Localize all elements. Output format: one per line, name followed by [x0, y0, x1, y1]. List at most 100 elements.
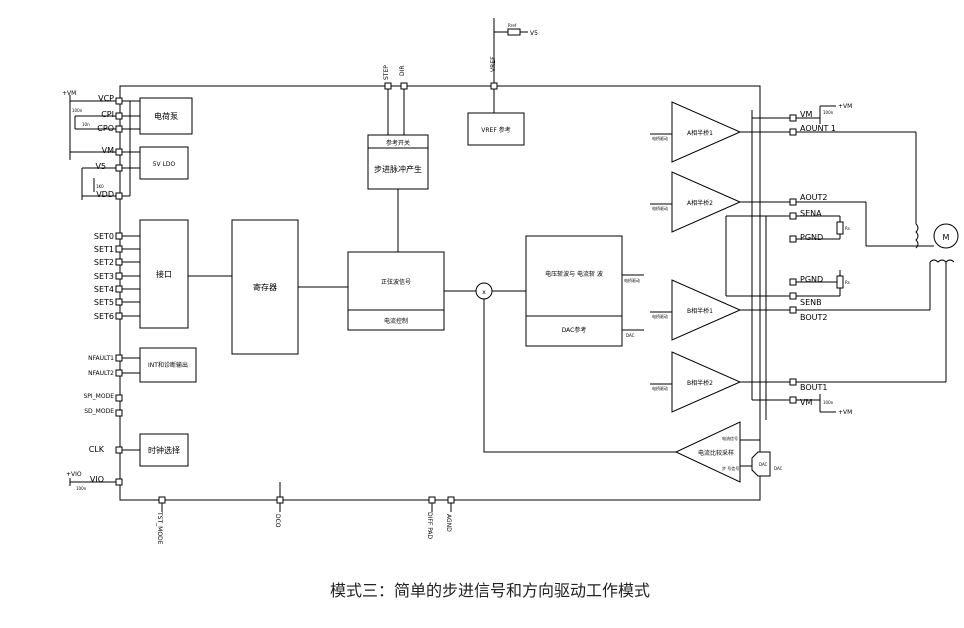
pin-label-nfault2: NFAULT2 [88, 370, 114, 377]
pin-dir [400, 82, 408, 90]
pin-label-aout1: AOUNT 1 [800, 124, 836, 133]
pin-label-v5: V5 [95, 162, 106, 171]
pin-label-clk: CLK [89, 445, 105, 454]
pin-label-vm-top: VM [800, 110, 812, 119]
label-cap-right-bottom: 100n [823, 400, 834, 405]
pin-label-vcp: VCP [98, 94, 114, 103]
svg-text:A相半桥2: A相半桥2 [687, 199, 713, 207]
interface-label: 接口 [156, 269, 172, 279]
pin-label-set6: SET6 [94, 312, 114, 321]
label-vm-supply-right-bottom: +VM [838, 409, 852, 416]
label-rs-b: Rs [845, 280, 850, 285]
pin-label-dco: DCO [274, 514, 281, 528]
pin-label-tst-mode: TST_MODE [156, 511, 163, 545]
interface-block [139, 219, 189, 329]
pin-label-set2: SET2 [94, 258, 114, 267]
label-cap-10n: 10n [82, 122, 90, 127]
left-internal-wires [122, 100, 140, 451]
pin-label-cpi: CPI [101, 110, 114, 119]
label-cap-100n-b: 100n [76, 486, 87, 491]
current-control-label: 电流控制 [384, 317, 408, 325]
sine-label: 正弦波信号 [381, 278, 411, 286]
vref-ref-block [467, 112, 525, 146]
pin-label-vdd: VDD [96, 190, 114, 199]
left-pin-wires [69, 95, 116, 486]
svg-text:B相半桥1: B相半桥1 [687, 307, 713, 315]
dac-ref-label: DAC参考 [562, 326, 587, 334]
label-v5-top: V5 [530, 30, 538, 37]
right-external-wires [796, 105, 947, 413]
register-label: 寄存器 [253, 282, 277, 292]
bottom-pins [158, 482, 455, 512]
label-res-1k0: 1K0 [96, 184, 104, 189]
pin-label-set1: SET1 [94, 245, 114, 254]
register-block [231, 219, 299, 355]
right-pin-pads [789, 114, 797, 404]
ldo-label: 5V LDO [153, 161, 176, 168]
current-compare-block: 电流比较采样 电流信号 步 号信号 [674, 421, 741, 483]
sine-block [347, 251, 445, 331]
chopper-block [525, 235, 623, 347]
figure-caption: 模式三：简单的步进信号和方向驱动工作模式 [330, 581, 650, 600]
svg-text:电桥驱动: 电桥驱动 [652, 313, 668, 319]
svg-text:电桥驱动: 电桥驱动 [652, 135, 668, 141]
label-cap-right-top: 100n [823, 110, 834, 115]
dac-tag-label: DAC [774, 466, 783, 471]
half-bridge-a2: A相半桥2 电桥驱动 [650, 171, 742, 233]
label-cap-100n-a: 100n [72, 108, 83, 113]
label-dac-out: DAC [626, 333, 635, 338]
pin-label-step: STEP [383, 65, 390, 80]
charge-pump-block [139, 97, 193, 135]
motor-label: M [943, 233, 950, 242]
sense-resistor-a [836, 221, 844, 235]
svg-text:电流比较采样: 电流比较采样 [698, 449, 734, 457]
half-bridge-b1: B相半桥1 电桥驱动 [650, 279, 742, 341]
pin-label-set4: SET4 [94, 285, 114, 294]
svg-text:电桥驱动: 电桥驱动 [652, 205, 668, 211]
pin-label-set3: SET3 [94, 272, 114, 281]
pin-label-sd-mode: SD_MODE [84, 408, 114, 415]
pin-label-set5: SET5 [94, 298, 114, 307]
label-drive-out: 电桥驱动 [624, 277, 640, 283]
pin-label-diff-pad: DIFF PAD [426, 512, 433, 540]
right-internal-wires [725, 110, 790, 441]
pin-label-spi-mode: SPI_MODE [83, 393, 114, 400]
int-diag-label: INT和诊断输出 [148, 361, 188, 369]
step-pulse-label: 步进脉冲产生 [374, 164, 422, 174]
rref-resistor [507, 28, 521, 36]
chopper-label: 电压斩波与 电流斩 波 [545, 270, 603, 278]
clock-select-label: 时钟选择 [148, 445, 180, 455]
pin-label-agnd: AGND [445, 514, 452, 532]
pin-step [384, 82, 392, 90]
motor-circle [933, 223, 959, 249]
pin-label-sena: SENA [800, 209, 822, 218]
pin-label-dir: DIR [399, 65, 406, 76]
pin-label-set0: SET0 [94, 232, 114, 241]
dac-small-block [751, 451, 771, 477]
pin-label-bout2: BOUT2 [800, 313, 827, 322]
ldo-block [139, 146, 189, 180]
step-pulse-block [367, 134, 429, 190]
dac-small-label: DAC [759, 462, 768, 467]
charge-pump-label: 电荷泵 [154, 111, 178, 121]
svg-text:步 号信号: 步 号信号 [722, 465, 739, 471]
int-diag-block [139, 347, 197, 383]
pin-label-pgnd-a: PGND [800, 233, 823, 242]
svg-text:电流信号: 电流信号 [722, 435, 738, 441]
pin-label-pgnd-b: PGND [800, 275, 823, 284]
coil-a [915, 223, 919, 249]
svg-text:B相半桥2: B相半桥2 [687, 379, 713, 387]
vref-ref-label: VREF 参考 [481, 126, 510, 134]
half-bridge-b2: B相半桥2 电桥驱动 [650, 351, 742, 413]
ref-switch-label: 参考开关 [386, 139, 410, 147]
pin-label-nfault1: NFAULT1 [88, 355, 114, 362]
pin-label-bout1: BOUT1 [800, 383, 827, 392]
chip-boundary [119, 85, 761, 501]
pin-label-aout2: AOUT2 [800, 193, 827, 202]
label-rs-a: Rs [845, 226, 850, 231]
left-pin-pads [115, 97, 123, 486]
pin-label-senb: SENB [800, 298, 822, 307]
label-vm-supply-right-top: +VM [838, 103, 852, 110]
coil-b [929, 259, 955, 263]
pin-vref [490, 82, 498, 90]
